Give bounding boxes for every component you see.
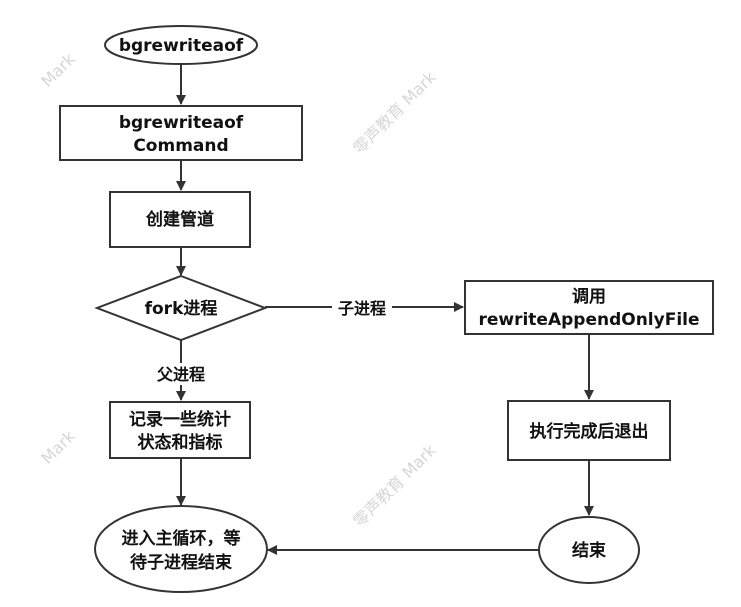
stats-label-line1: 记录一些统计 [129,409,231,430]
fork-label: fork进程 [145,299,218,319]
command-label-line1: bgrewriteaof [119,113,244,133]
start-node [104,25,258,65]
edge-label-child: 子进程 [338,299,386,318]
call-label-line1: 调用 [572,287,606,307]
loop-node [94,505,268,593]
pipe-node [109,191,251,248]
watermark-mark-top-left: Mark [37,49,79,91]
stats-node [109,401,251,459]
command-label-line2: Command [133,136,228,156]
end-node [538,516,640,584]
loop-label-line1: 进入主循环，等 [122,528,241,549]
call-node [464,280,714,335]
nodes [59,25,714,593]
loop-label-line2: 待子进程结束 [130,552,232,573]
exit-node [507,400,671,461]
fork-node [94,274,268,342]
watermark-mark-mid-left: Mark [37,426,79,468]
edge-labels: 子进程 父进程 [151,297,392,385]
start-label: bgrewriteaof [119,36,244,56]
pipe-label: 创建管道 [145,209,214,230]
command-node [59,105,303,161]
watermark-brand-bottom: 零声教育 Mark [349,440,440,531]
exit-label: 执行完成后退出 [530,421,649,442]
node-labels: bgrewriteaof bgrewriteaof Command 创建管道 f… [119,36,700,573]
end-label: 结束 [572,540,606,561]
stats-label-line2: 状态和指标 [138,432,223,453]
watermark-brand-top: 零声教育 Mark [349,67,440,158]
child-label-bg [332,297,392,319]
edge-label-parent: 父进程 [156,365,205,384]
parent-label-bg [151,363,211,385]
call-label-line2: rewriteAppendOnlyFile [478,310,699,330]
